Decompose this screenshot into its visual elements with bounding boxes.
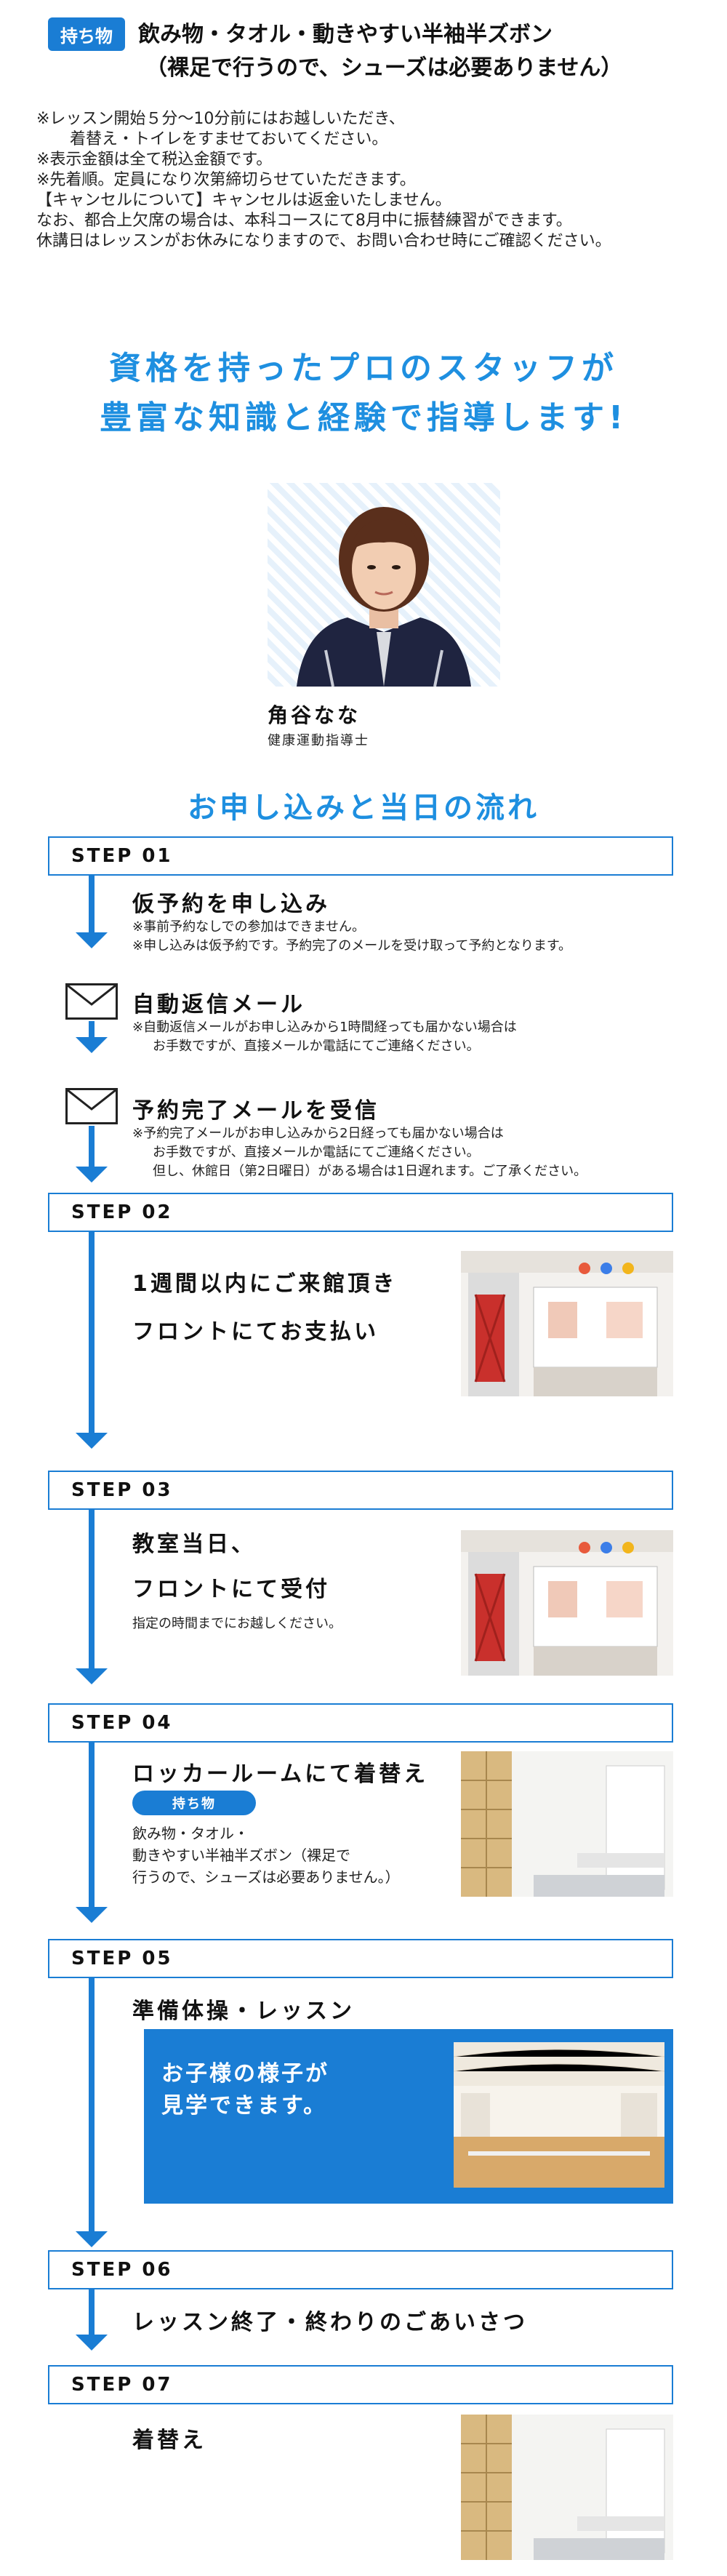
observation-text-line2: 見学できます。	[161, 2093, 327, 2119]
note-line: 【キャンセルについて】キャンセルは返金いたしません。	[36, 191, 451, 209]
flow-line	[89, 2289, 95, 2336]
step-05-label: STEP 05	[48, 1939, 673, 1978]
flow-arrow	[76, 1037, 108, 1053]
step-01-heading: 仮予約を申し込み	[132, 892, 330, 917]
belongings-badge: 持ち物	[48, 17, 125, 51]
step-03-line2: フロントにて受付	[132, 1577, 330, 1602]
mail-icon	[65, 983, 118, 1020]
flow-arrow	[76, 1907, 108, 1923]
step-04-item: 飲み物・タオル・	[132, 1825, 249, 1842]
step-03-note: 指定の時間までにお越しください。	[132, 1616, 342, 1631]
step-02-line2: フロントにてお支払い	[132, 1319, 379, 1345]
step-03-label: STEP 03	[48, 1471, 673, 1510]
step-02-line1: 1週間以内にご来館頂き	[132, 1271, 398, 1297]
staff-title: 健康運動指導士	[268, 733, 369, 748]
flow-title: お申し込みと当日の流れ	[188, 791, 539, 825]
auto-mail-note: ※自動返信メールがお申し込みから1時間経っても届かない場合は	[132, 1020, 517, 1035]
locker-room-photo	[461, 1751, 673, 1897]
step-01-note: ※事前予約なしでの参加はできません。	[132, 919, 366, 935]
step-07-label: STEP 07	[48, 2365, 673, 2404]
flow-arrow	[76, 1668, 108, 1684]
confirm-mail-note: ※予約完了メールがお申し込みから2日経っても届かない場合は	[132, 1126, 504, 1141]
step-04-belongings-badge: 持ち物	[132, 1791, 256, 1815]
confirm-mail-note: お手数ですが、直接メールか電話にてご連絡ください。	[153, 1145, 480, 1160]
note-line: 着替え・トイレをすませておいてください。	[70, 130, 388, 148]
note-line: ※表示金額は全て税込金額です。	[36, 151, 273, 169]
flow-line	[89, 1126, 95, 1168]
flow-line	[89, 1232, 95, 1434]
studio-photo	[454, 2042, 664, 2188]
step-07-heading: 着替え	[132, 2428, 206, 2453]
step-06-heading: レッスン終了・終わりのごあいさつ	[132, 2310, 528, 2335]
belongings-text-line2: （裸足で行うので、シューズは必要ありません）	[145, 55, 623, 81]
observation-text-line1: お子様の様子が	[161, 2061, 329, 2087]
staff-headline-line2: 豊富な知識と経験で指導します!	[99, 399, 628, 436]
flow-arrow	[76, 932, 108, 948]
note-line: なお、都合上欠席の場合は、本科コースにて8月中に振替練習ができます。	[36, 212, 572, 230]
flow-line	[89, 1978, 95, 2233]
notes-block: ※レッスン開始５分～10分前にはお越しいただき、 着替え・トイレをすませておいて…	[36, 109, 705, 252]
step-06-label: STEP 06	[48, 2250, 673, 2289]
auto-mail-note: お手数ですが、直接メールか電話にてご連絡ください。	[153, 1039, 480, 1054]
step-04-heading: ロッカールームにて着替え	[132, 1761, 429, 1787]
mail-icon	[65, 1088, 118, 1124]
auto-mail-heading: 自動返信メール	[132, 992, 305, 1017]
step-01-note: ※申し込みは仮予約です。予約完了のメールを受け取って予約となります。	[132, 938, 572, 953]
note-line: ※レッスン開始５分～10分前にはお越しいただき、	[36, 110, 405, 128]
front-desk-photo	[461, 1251, 673, 1396]
confirm-mail-note: 但し、休館日（第2日曜日）がある場合は1日遅れます。ご了承ください。	[153, 1164, 587, 1179]
belongings-text-line1: 飲み物・タオル・動きやすい半袖半ズボン	[138, 22, 553, 47]
flow-line	[89, 1510, 95, 1670]
note-line: ※先着順。定員になり次第締切らせていただきます。	[36, 171, 416, 189]
staff-name: 角谷なな	[268, 703, 361, 727]
confirm-mail-heading: 予約完了メールを受信	[132, 1098, 379, 1124]
flow-line	[89, 1743, 95, 1908]
step-04-item: 行うので、シューズは必要ありません。）	[132, 1868, 400, 1886]
note-line: 休講日はレッスンがお休みになりますので、お問い合わせ時にご確認ください。	[36, 232, 611, 250]
step-02-label: STEP 02	[48, 1193, 673, 1232]
flow-arrow	[76, 1433, 108, 1449]
locker-room-photo	[461, 2415, 673, 2560]
flow-arrow	[76, 1167, 108, 1183]
step-04-item: 動きやすい半袖半ズボン（裸足で	[132, 1847, 350, 1864]
flow-arrow	[76, 2231, 108, 2247]
flow-line	[89, 1021, 95, 1039]
step-03-line1: 教室当日、	[132, 1532, 256, 1557]
step-01-label: STEP 01	[48, 836, 673, 876]
staff-photo	[268, 483, 500, 687]
staff-headline-line1: 資格を持ったプロのスタッフが	[109, 350, 618, 387]
step-04-label: STEP 04	[48, 1703, 673, 1743]
step-05-heading: 準備体操・レッスン	[132, 1999, 355, 2024]
flow-line	[89, 876, 95, 934]
front-desk-photo	[461, 1530, 673, 1676]
flow-arrow	[76, 2335, 108, 2351]
